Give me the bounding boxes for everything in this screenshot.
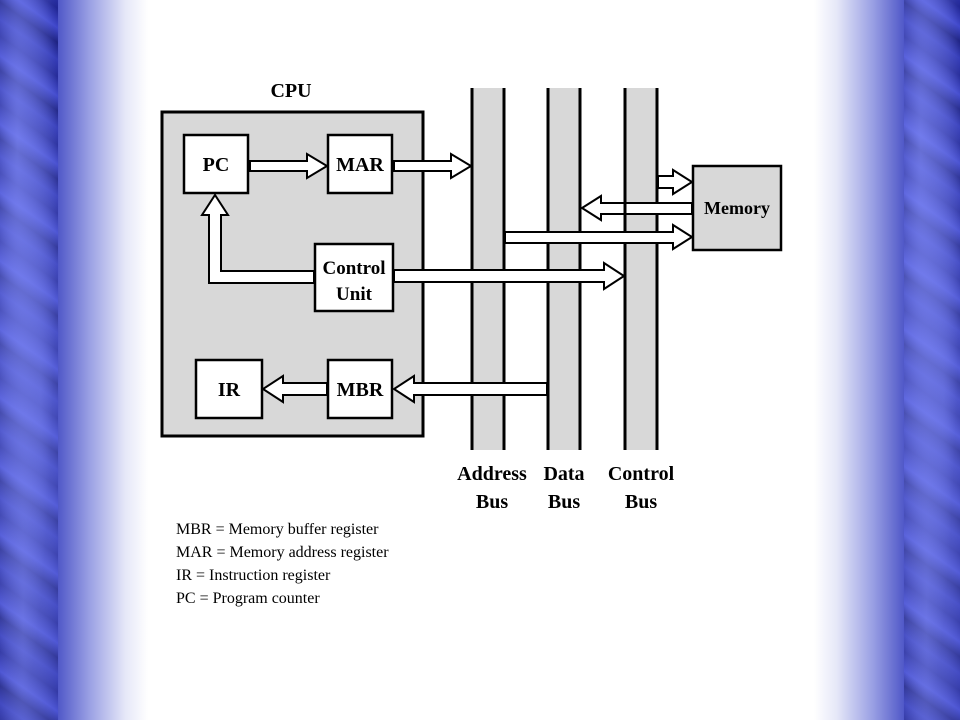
legend-item-ir: IR = Instruction register	[176, 567, 331, 584]
frame-fade-left	[58, 0, 148, 720]
legend-item-mbr: MBR = Memory buffer register	[176, 521, 379, 538]
control-unit-box	[313, 242, 395, 313]
legend: MBR = Memory buffer register MAR = Memor…	[176, 518, 389, 610]
control-bus-label-line2: Bus	[625, 491, 657, 513]
mar-label: MAR	[336, 154, 384, 176]
control-unit-label-line1: Control	[323, 258, 386, 279]
memory-box	[691, 164, 783, 252]
address-bus-to-memory-arrow	[504, 223, 694, 251]
data-bus-label-line1: Data	[543, 463, 584, 485]
data-bus-label-line2: Bus	[548, 491, 580, 513]
pc-label: PC	[203, 154, 230, 176]
pc-to-mar-arrow	[249, 152, 329, 180]
address-bus-label-line1: Address	[457, 463, 527, 485]
frame-fade-right	[814, 0, 904, 720]
control-unit-to-control-bus-arrow	[393, 261, 626, 291]
pc-register	[182, 133, 250, 195]
decorative-frame-left	[0, 0, 58, 720]
cpu-title: CPU	[270, 80, 311, 102]
mbr-to-ir-arrow	[261, 374, 328, 404]
decorative-frame-right	[904, 0, 960, 720]
control-unit-to-pc-arrow	[200, 193, 315, 284]
address-bus-label-line2: Bus	[476, 491, 508, 513]
control-bus-to-memory-arrow-top	[657, 168, 694, 196]
control-unit-label-line2: Unit	[336, 284, 373, 305]
memory-to-data-bus-arrow	[580, 194, 693, 222]
mar-to-address-bus-arrow	[393, 152, 473, 180]
mbr-label: MBR	[337, 379, 384, 401]
legend-item-mar: MAR = Memory address register	[176, 544, 389, 561]
memory-label: Memory	[704, 198, 770, 218]
control-bus-label-line1: Control	[608, 463, 675, 485]
data-bus-to-mbr-arrow	[392, 374, 548, 404]
control-bus	[623, 88, 659, 450]
ir-label: IR	[218, 379, 241, 401]
mar-register	[326, 133, 394, 195]
legend-item-pc: PC = Program counter	[176, 590, 320, 607]
